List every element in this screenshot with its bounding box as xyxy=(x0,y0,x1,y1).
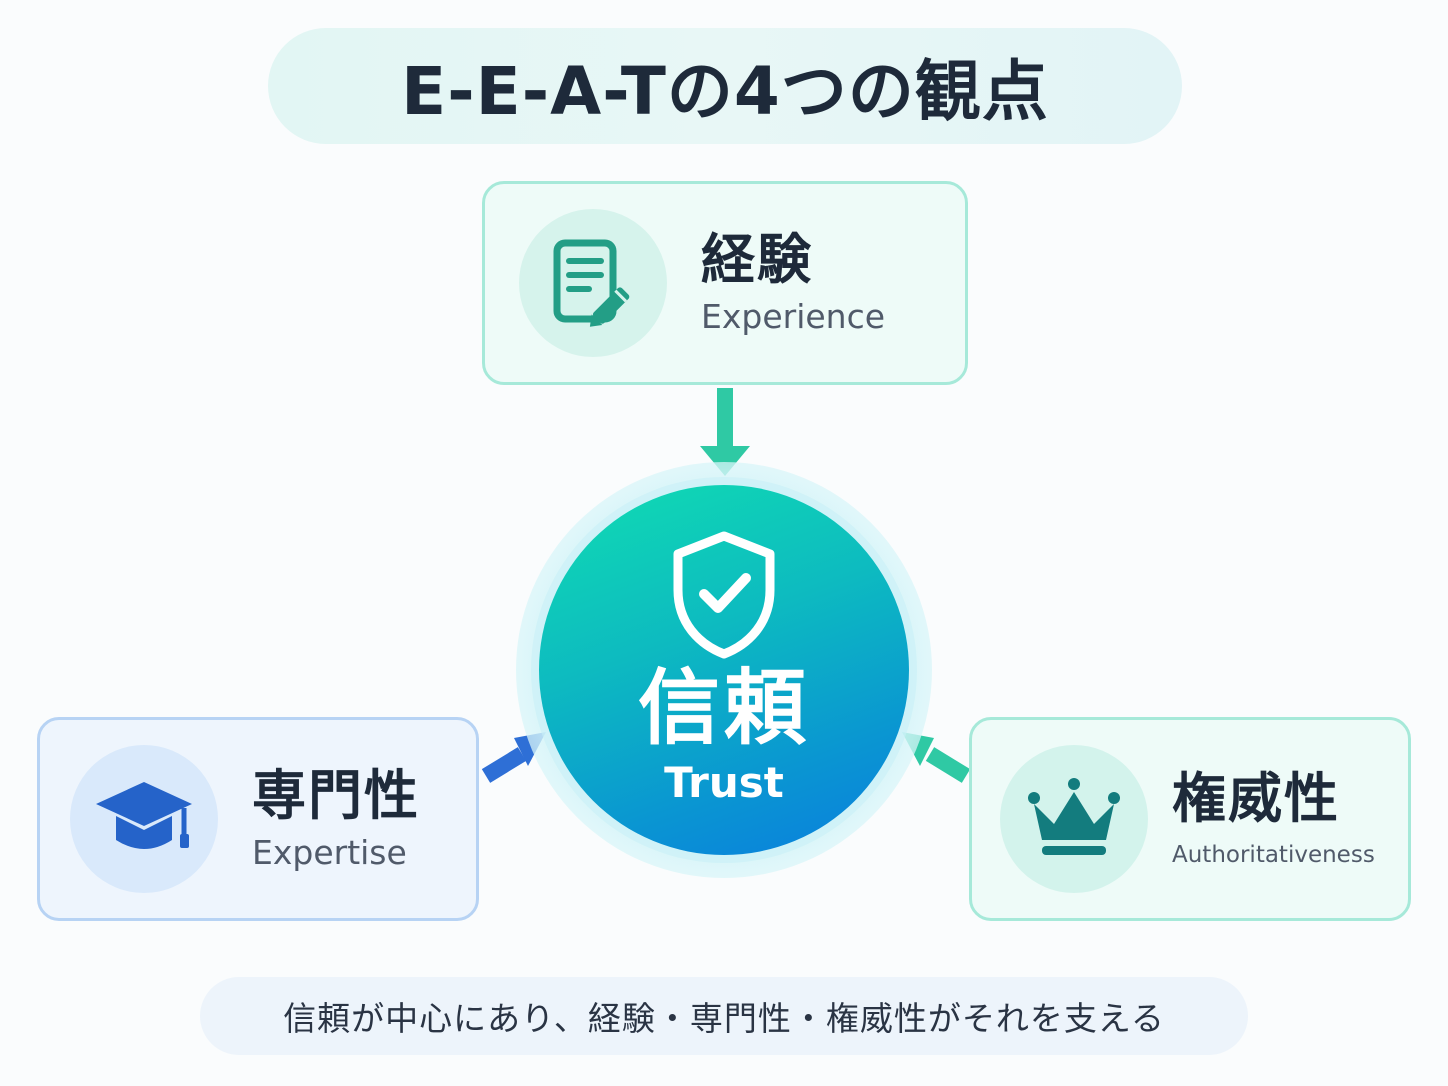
title-banner: E-E-A-Tの4つの観点 xyxy=(268,28,1182,144)
arrow-experience-to-trust xyxy=(700,388,750,476)
expertise-label-jp: 専門性 xyxy=(252,764,420,828)
card-authoritativeness: 権威性 Authoritativeness xyxy=(969,717,1411,921)
trust-label-jp: 信頼 xyxy=(637,661,810,756)
authoritativeness-label-en: Authoritativeness xyxy=(1172,842,1375,869)
footer-caption-box: 信頼が中心にあり、経験・専門性・権威性がそれを支える xyxy=(200,977,1248,1055)
page-title: E-E-A-Tの4つの観点 xyxy=(401,53,1049,130)
expertise-label-en: Expertise xyxy=(252,833,407,873)
experience-icon-circle xyxy=(519,209,667,357)
expertise-icon-circle xyxy=(70,745,218,893)
experience-label-jp: 経験 xyxy=(701,228,813,292)
authoritativeness-icon-circle xyxy=(1000,745,1148,893)
trust-circle xyxy=(539,485,909,855)
card-expertise: 専門性 Expertise xyxy=(37,717,479,921)
document-edit-icon xyxy=(553,239,630,327)
footer-caption: 信頼が中心にあり、経験・専門性・権威性がそれを支える xyxy=(283,999,1165,1038)
authoritativeness-label-jp: 権威性 xyxy=(1172,767,1340,831)
experience-label-en: Experience xyxy=(701,297,886,337)
crown-icon xyxy=(1028,778,1120,855)
trust-label-en: Trust xyxy=(664,758,784,807)
card-experience: 経験 Experience xyxy=(482,181,968,385)
graduation-cap-icon xyxy=(96,782,192,849)
shield-check-icon xyxy=(673,531,775,659)
